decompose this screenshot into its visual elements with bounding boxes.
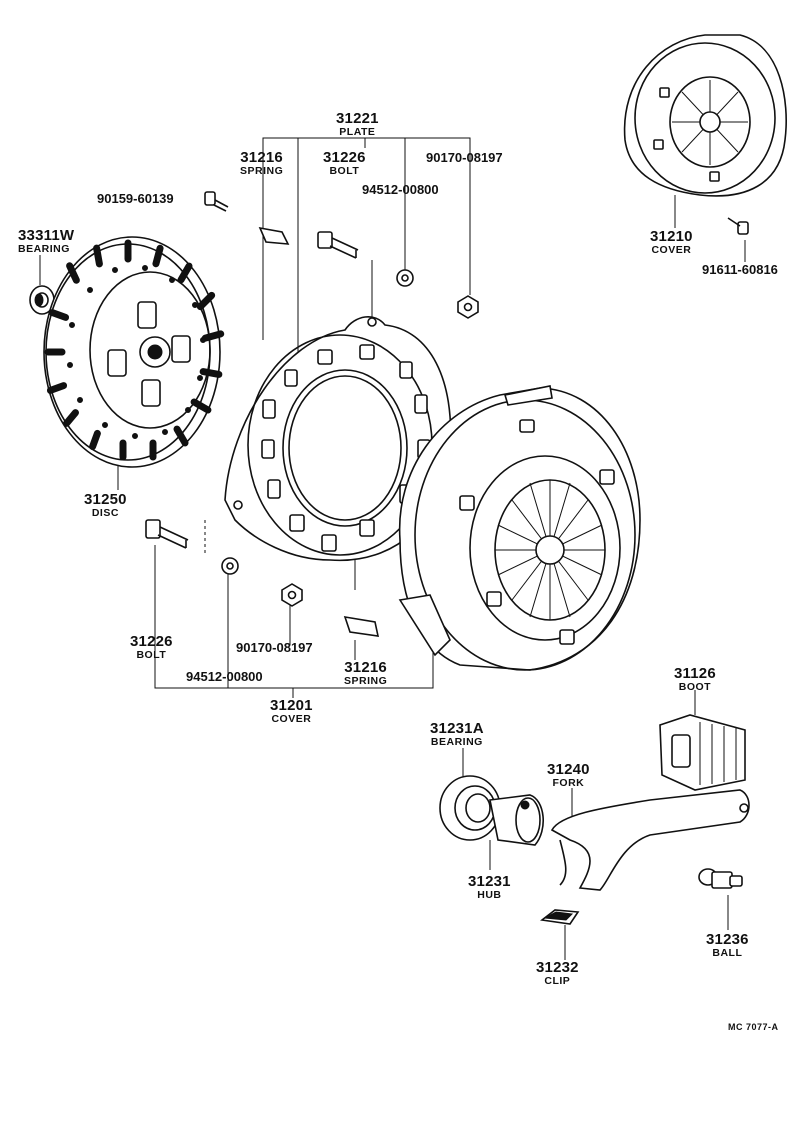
bolt-top-number: 31226 — [323, 149, 366, 166]
cover-assy-label: 31201 COVER — [270, 698, 313, 725]
hub-name: HUB — [477, 889, 502, 901]
boot-label: 31126 BOOT — [674, 666, 716, 693]
pilot-bearing-label: 33311W BEARING — [18, 228, 74, 255]
drawing-code: MC 7077-A — [728, 1022, 779, 1032]
release-bearing-name: BEARING — [430, 736, 483, 748]
release-bearing-part — [439, 775, 545, 846]
cover-assy-number: 31201 — [270, 697, 313, 714]
fork-number: 31240 — [547, 761, 590, 778]
clutch-cover-assy-part — [398, 385, 641, 671]
plate-part-number: 31221 — [336, 110, 379, 127]
ball-number: 31236 — [706, 931, 749, 948]
washer-bottom-label: 94512-00800 — [186, 669, 263, 684]
bottom-fasteners — [145, 519, 380, 637]
bolt-bottom-label: 31226 BOLT — [130, 634, 173, 661]
spring-top-number: 31216 — [240, 149, 283, 166]
spring-bottom-name: SPRING — [344, 675, 388, 687]
clip-number: 31232 — [536, 959, 579, 976]
fork-label: 31240 FORK — [547, 762, 590, 789]
fork-part — [550, 789, 750, 891]
kit-screw-label: 91611-60816 — [702, 262, 778, 277]
hub-number: 31231 — [468, 873, 511, 890]
leader-lines — [39, 137, 746, 960]
plate-label: 31221 PLATE — [336, 111, 379, 138]
washer-top-label: 94512-00800 — [362, 182, 439, 197]
boot-number: 31126 — [674, 665, 716, 682]
nut-top-label: 90170-08197 — [426, 150, 503, 165]
pressure-plate-part — [224, 316, 452, 562]
spring-bottom-label: 31216 SPRING — [344, 660, 387, 687]
kit-cover-label: 31210 COVER — [650, 229, 693, 256]
clip-part — [540, 909, 580, 925]
top-fasteners — [258, 226, 479, 319]
plate-part-name: PLATE — [339, 126, 376, 138]
spring-top-label: 31216 SPRING — [240, 150, 283, 177]
bolt-bottom-number: 31226 — [130, 633, 173, 650]
spring-top-name: SPRING — [240, 165, 284, 177]
bolt-bottom-name: BOLT — [136, 649, 167, 661]
bolt-top-label: 31226 BOLT — [323, 150, 366, 177]
ball-part — [698, 868, 743, 889]
kit-cover-number: 31210 — [650, 228, 693, 245]
ball-label: 31236 BALL — [706, 932, 749, 959]
small-bolt-part — [204, 191, 229, 212]
boot-part — [659, 714, 746, 791]
kit-cover-name: COVER — [651, 244, 692, 256]
cover-assy-name: COVER — [271, 713, 312, 725]
release-bearing-label: 31231A BEARING — [430, 721, 484, 748]
clip-name: CLIP — [544, 975, 571, 987]
clip-label: 31232 CLIP — [536, 960, 579, 987]
fork-name: FORK — [552, 777, 585, 789]
disc-label: 31250 DISC — [84, 492, 127, 519]
nut-bottom-label: 90170-08197 — [236, 640, 313, 655]
pilot-bearing-number: 33311W — [18, 227, 75, 244]
pilot-bearing-name: BEARING — [18, 243, 70, 255]
clutch-disc-part — [43, 236, 225, 468]
disc-number: 31250 — [84, 491, 127, 508]
hub-label: 31231 HUB — [468, 874, 511, 901]
release-bearing-number: 31231A — [430, 720, 484, 737]
ball-name: BALL — [712, 947, 743, 959]
bolt-top-name: BOLT — [329, 165, 360, 177]
boot-name: BOOT — [678, 681, 712, 693]
kit-cover-part — [623, 34, 787, 235]
small-bolt-label: 90159-60139 — [97, 191, 174, 206]
disc-name: DISC — [91, 507, 119, 519]
spring-bottom-number: 31216 — [344, 659, 387, 676]
